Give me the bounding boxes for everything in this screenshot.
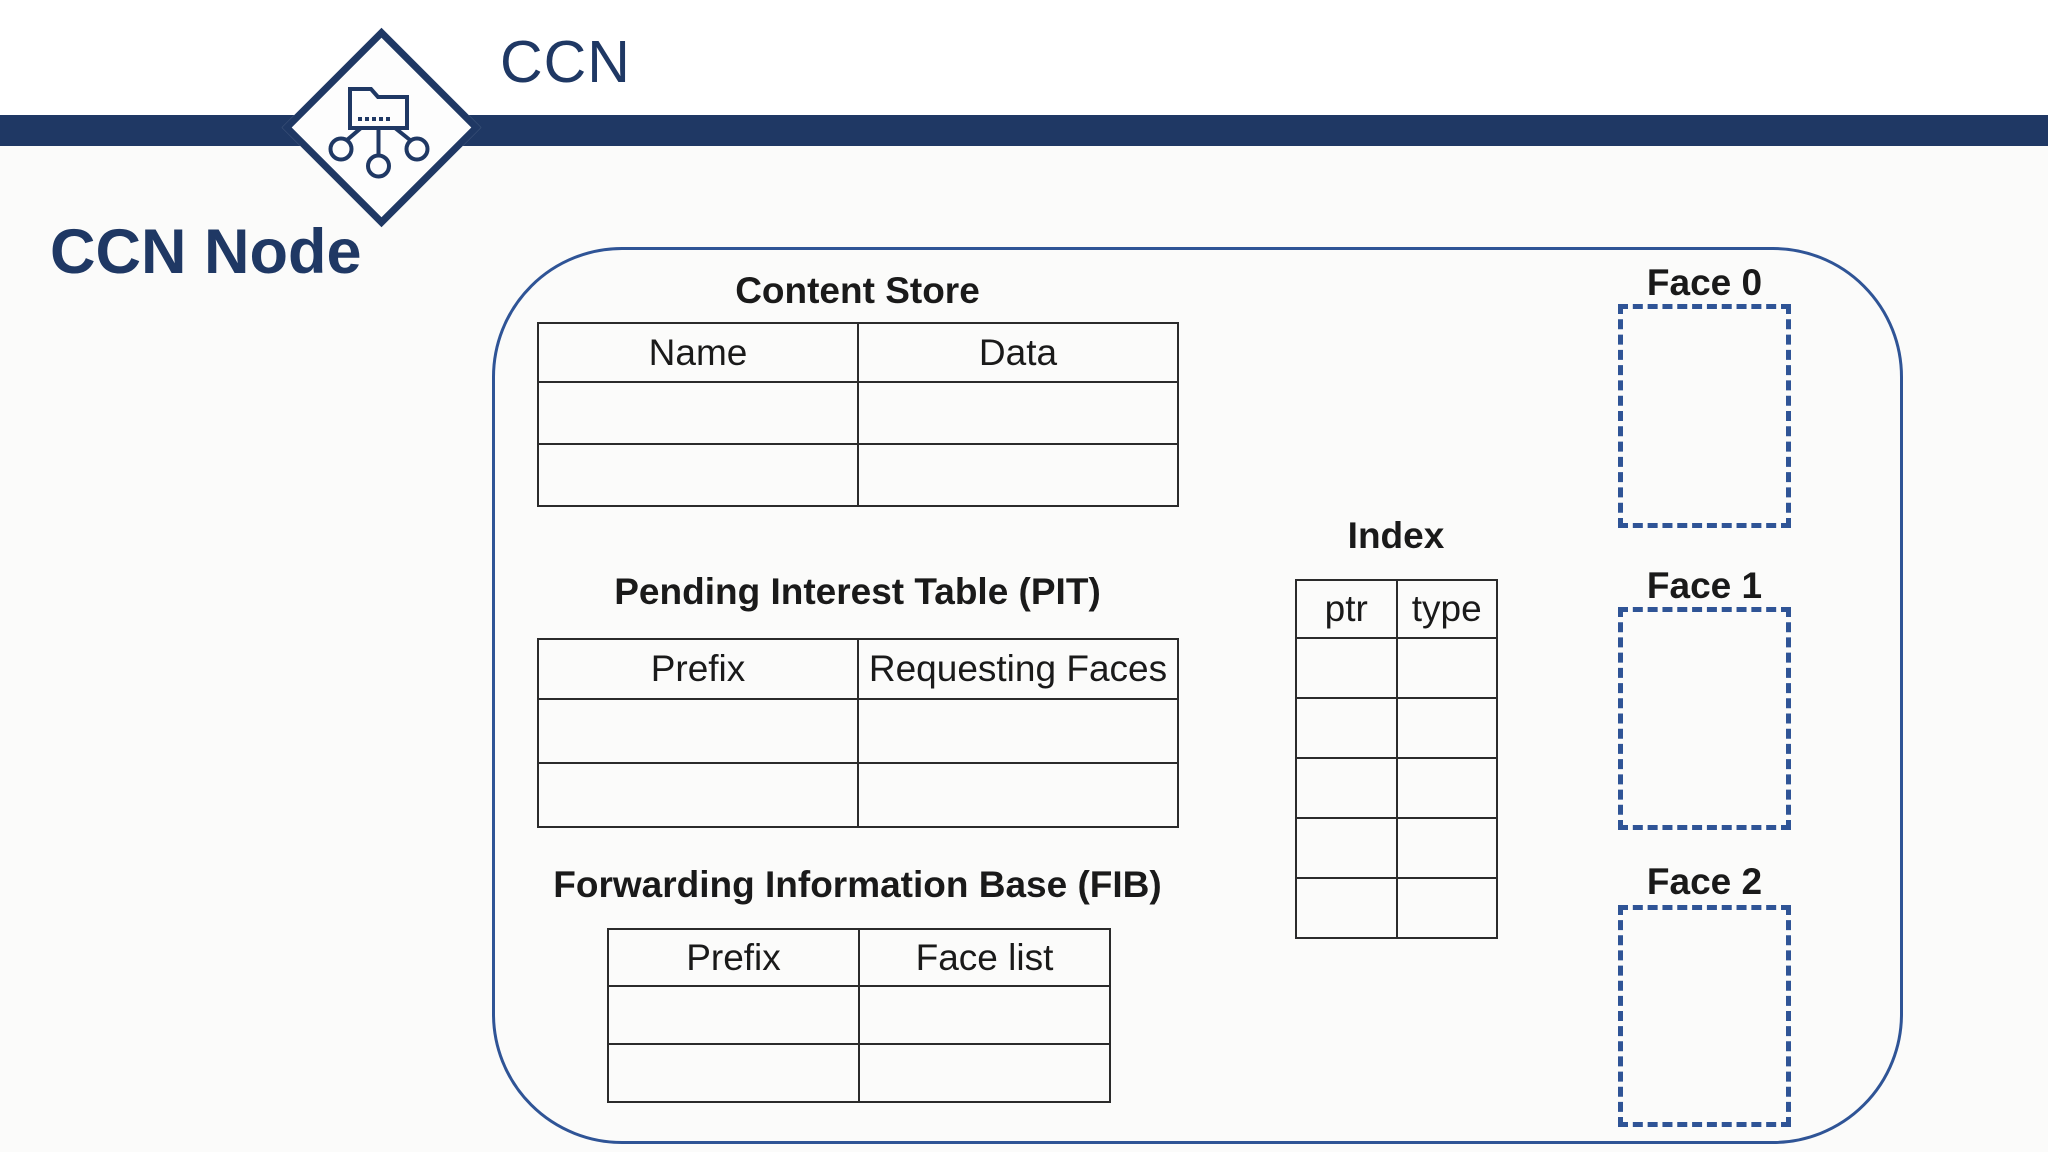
face-1-box	[1618, 607, 1791, 830]
content-store-title: Content Store	[735, 270, 980, 311]
column-header-prefix: Prefix	[537, 638, 859, 700]
column-header-ptr: ptr	[1295, 579, 1398, 639]
table-cell	[1295, 757, 1398, 819]
table-cell	[1395, 757, 1498, 819]
ccn-node-boundary	[492, 247, 1903, 1144]
table-row	[537, 381, 1179, 445]
table-header-row: ptr type	[1295, 579, 1498, 639]
column-header-face-list: Face list	[858, 928, 1111, 987]
content-store-table: Name Data	[537, 322, 1179, 507]
face-2-label: Face 2	[1646, 861, 1763, 902]
table-cell	[1395, 637, 1498, 699]
index-table: ptr type	[1295, 579, 1498, 939]
table-cell	[537, 698, 859, 764]
table-cell	[537, 762, 859, 828]
table-row	[537, 698, 1179, 764]
table-cell	[537, 443, 859, 507]
table-cell	[857, 443, 1179, 507]
table-cell	[1295, 697, 1398, 759]
face-2-box	[1618, 905, 1791, 1127]
table-row	[1295, 637, 1498, 699]
table-header-row: Prefix Face list	[607, 928, 1111, 987]
table-cell	[858, 1043, 1111, 1103]
table-cell	[607, 985, 860, 1045]
header-background	[0, 0, 2048, 115]
page-title: CCN Node	[50, 217, 362, 287]
table-cell	[1295, 817, 1398, 879]
table-cell	[1395, 877, 1498, 939]
table-row	[1295, 877, 1498, 939]
table-cell	[607, 1043, 860, 1103]
column-header-requesting-faces: Requesting Faces	[857, 638, 1179, 700]
face-0-box	[1618, 304, 1791, 528]
table-row	[1295, 817, 1498, 879]
brand-title: CCN	[500, 29, 631, 95]
table-header-row: Name Data	[537, 322, 1179, 383]
face-1-label: Face 1	[1646, 565, 1763, 606]
table-header-row: Prefix Requesting Faces	[537, 638, 1179, 700]
table-row	[537, 443, 1179, 507]
table-row	[607, 1043, 1111, 1103]
table-cell	[1395, 817, 1498, 879]
table-row	[1295, 757, 1498, 819]
table-cell	[1395, 697, 1498, 759]
column-header-type: type	[1395, 579, 1498, 639]
column-header-prefix: Prefix	[607, 928, 860, 987]
column-header-data: Data	[857, 322, 1179, 383]
table-row	[607, 985, 1111, 1045]
table-cell	[857, 762, 1179, 828]
table-row	[1295, 697, 1498, 759]
face-0-label: Face 0	[1646, 262, 1763, 303]
table-cell	[857, 698, 1179, 764]
pit-table: Prefix Requesting Faces	[537, 638, 1179, 828]
table-row	[537, 762, 1179, 828]
table-cell	[857, 381, 1179, 445]
table-cell	[1295, 637, 1398, 699]
pit-title: Pending Interest Table (PIT)	[614, 571, 1101, 612]
index-title: Index	[1347, 515, 1445, 556]
fib-title: Forwarding Information Base (FIB)	[553, 864, 1162, 905]
fib-table: Prefix Face list	[607, 928, 1111, 1103]
column-header-name: Name	[537, 322, 859, 383]
table-cell	[858, 985, 1111, 1045]
folder-tree-icon	[328, 87, 430, 179]
table-cell	[1295, 877, 1398, 939]
table-cell	[537, 381, 859, 445]
